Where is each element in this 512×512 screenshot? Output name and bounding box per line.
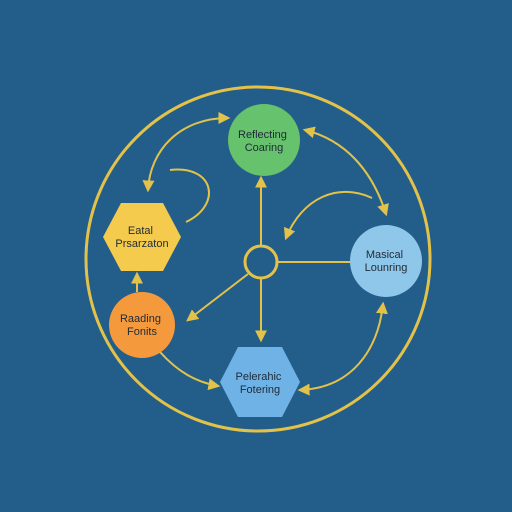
node-reflecting-shape <box>228 104 300 176</box>
node-initial-shape <box>103 203 181 271</box>
arrow-initial-loop <box>169 168 210 223</box>
node-reflecting-line2: Coaring <box>245 142 284 154</box>
node-musical-line2: Lounring <box>365 262 408 274</box>
hub-ring <box>243 244 279 280</box>
node-reflecting-label: Reflecting Coaring <box>238 129 290 154</box>
node-initial[interactable]: Eatal Prsarzaton <box>103 203 181 271</box>
spoke-to-reading <box>186 273 249 322</box>
node-pelerable[interactable]: Pelerahic Fotering <box>220 347 300 417</box>
node-reading-label: Raading Fonits <box>120 313 164 338</box>
node-reading-shape <box>109 292 175 358</box>
arrow-reflecting-to-musical <box>302 126 389 217</box>
node-reflecting-line1: Reflecting <box>238 129 287 141</box>
node-initial-line1: Eatal <box>128 225 153 237</box>
node-pelerable-shape <box>220 347 300 417</box>
node-pelerable-line2: Fotering <box>240 384 280 396</box>
node-musical-line1: Masical <box>366 249 403 261</box>
node-musical-shape <box>350 225 422 297</box>
node-pelerable-label: Pelerahic Fotering <box>236 371 285 396</box>
node-musical-label: Masical Lounring <box>365 249 408 274</box>
node-reading-line2: Fonits <box>127 326 157 338</box>
node-pelerable-line1: Pelerahic <box>236 371 282 383</box>
node-reading-line1: Raading <box>120 313 161 325</box>
hub-spokes <box>186 175 350 343</box>
node-initial-line2: Prsarzaton <box>115 238 168 250</box>
node-reading[interactable]: Raading Fonits <box>109 292 175 358</box>
node-initial-label: Eatal Prsarzaton <box>115 225 168 250</box>
arrow-reflecting-to-initial <box>142 112 231 193</box>
arrow-musical-to-hub <box>284 190 373 241</box>
outer-ring <box>84 85 432 433</box>
arrow-pelerable-to-musical <box>297 301 388 396</box>
node-reflecting[interactable]: Reflecting Coaring <box>228 104 300 176</box>
connector-arrows <box>131 112 389 396</box>
arrow-reading-to-pelerable <box>159 351 221 391</box>
node-musical[interactable]: Masical Lounring <box>350 225 422 297</box>
